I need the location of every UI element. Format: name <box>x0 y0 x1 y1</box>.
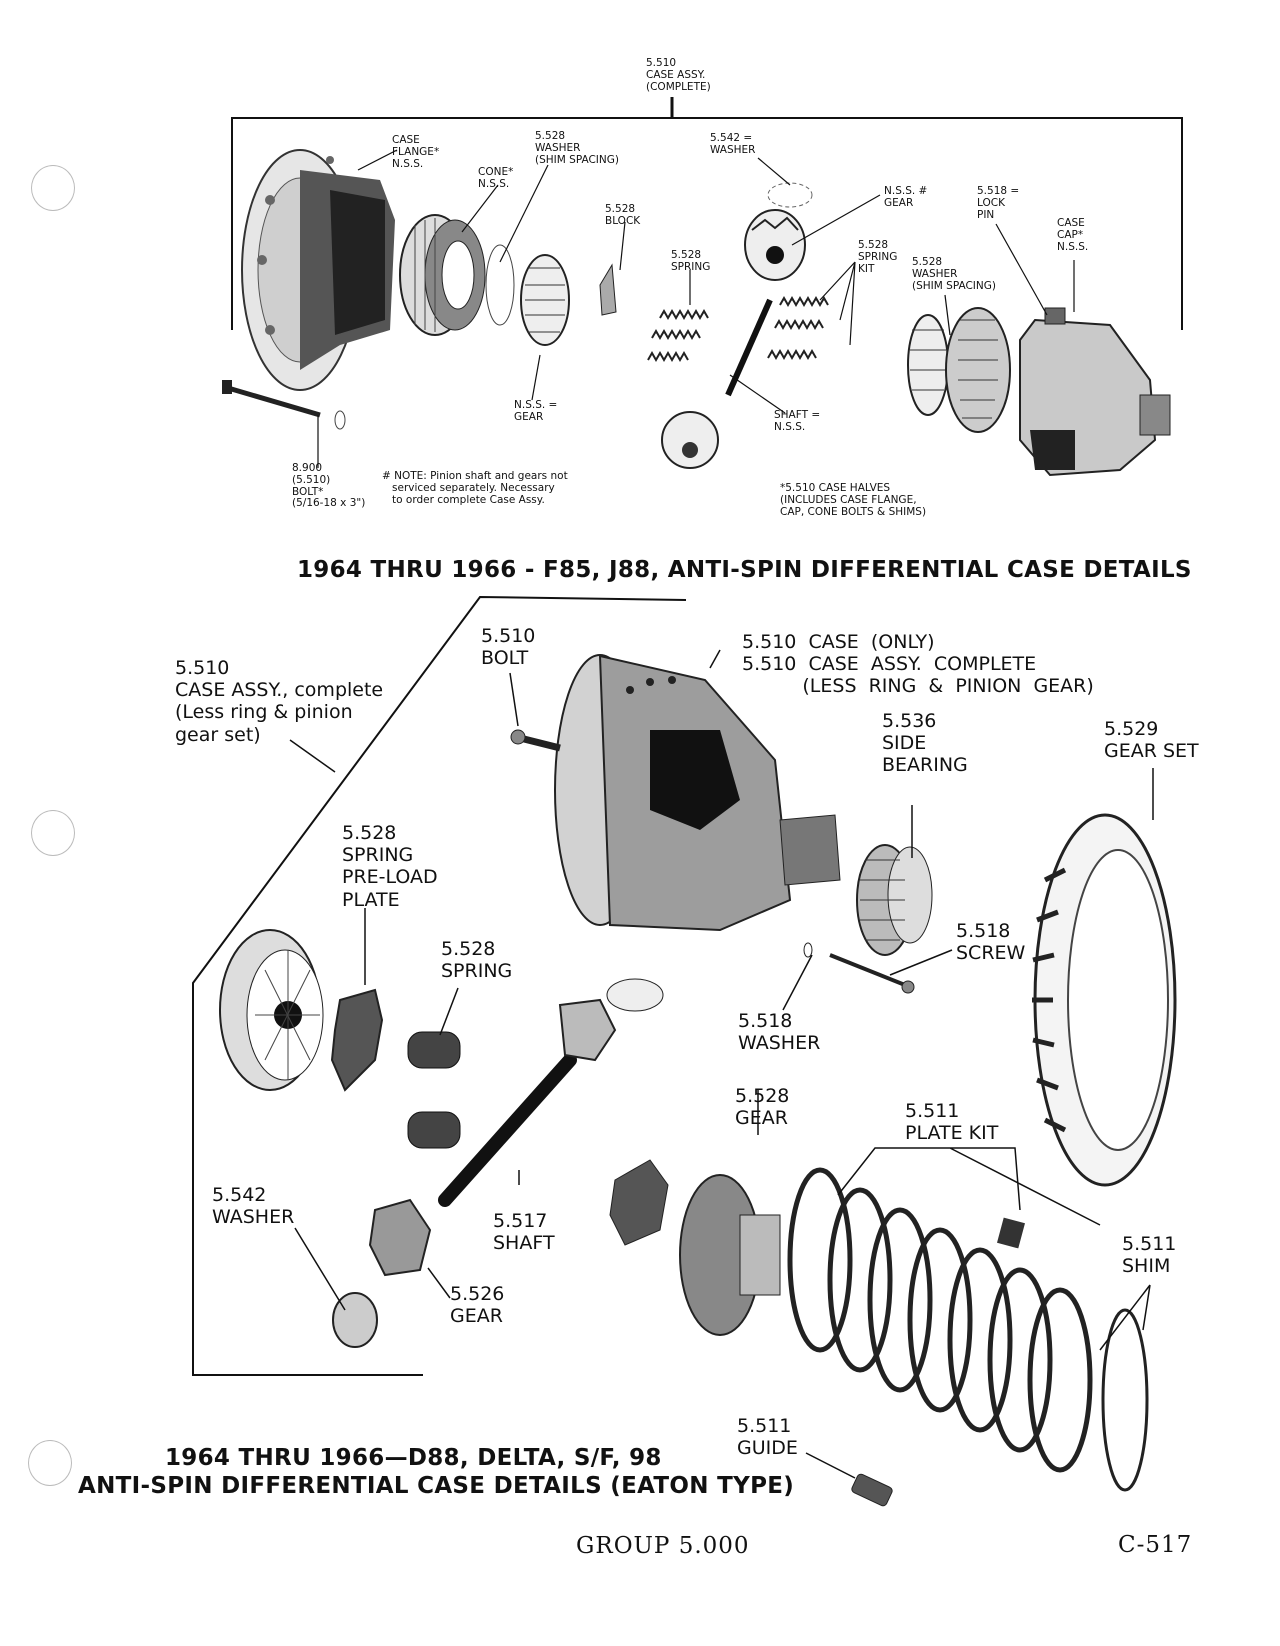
bottom-label-screw: 5.518 SCREW <box>956 920 1026 965</box>
bottom-label-guide: 5.511 GUIDE <box>737 1415 798 1460</box>
top-label-washer-shim-right: 5.528 WASHER (SHIM SPACING) <box>912 256 996 292</box>
spring-plate-part <box>609 1159 669 1246</box>
cone-part <box>399 214 486 336</box>
bottom-label-washer-542: 5.542 WASHER <box>212 1184 295 1229</box>
binder-hole-top <box>31 165 75 211</box>
pinion-gear-upper <box>744 209 806 281</box>
spring-part <box>647 308 709 363</box>
washer-518-part <box>803 942 813 958</box>
pinion-shaft <box>725 298 773 397</box>
bottom-label-gear-528: 5.528 GEAR <box>735 1085 790 1130</box>
side-gear-left <box>520 254 570 346</box>
bottom-label-bolt: 5.510 BOLT <box>481 625 536 670</box>
ring-gear-part <box>1032 813 1177 1187</box>
bottom-label-case: 5.510 CASE (ONLY) 5.510 CASE ASSY. COMPL… <box>742 631 1094 698</box>
bolt-part <box>222 380 346 430</box>
footer-group: GROUP 5.000 <box>576 1533 750 1559</box>
case-cap-part <box>1019 307 1171 477</box>
bottom-label-case-assy: 5.510 CASE ASSY., complete (Less ring & … <box>175 657 384 746</box>
pinion-gear-upper-bottom <box>558 978 664 1062</box>
top-label-cone: CONE* N.S.S. <box>478 166 514 190</box>
guide-part <box>851 1473 893 1507</box>
top-label-gear-nss-lower: N.S.S. = GEAR <box>514 399 558 423</box>
top-label-washer-shim-left: 5.528 WASHER (SHIM SPACING) <box>535 130 619 166</box>
side-gear-5528-part <box>679 1174 781 1336</box>
top-label-spring-kit: 5.528 SPRING KIT <box>858 239 898 275</box>
bottom-label-gear-526: 5.526 GEAR <box>450 1283 505 1328</box>
bottom-label-side-bearing: 5.536 SIDE BEARING <box>882 710 968 777</box>
top-case-halves-note: *5.510 CASE HALVES (INCLUDES CASE FLANGE… <box>780 482 927 518</box>
bottom-label-gear-set: 5.529 GEAR SET <box>1104 718 1199 763</box>
binder-hole-middle <box>31 810 75 856</box>
case-flange-part <box>241 149 395 391</box>
case-assy-bracket <box>231 117 1183 330</box>
top-label-case-flange: CASE FLANGE* N.S.S. <box>392 134 440 170</box>
side-bearing-part <box>856 844 933 956</box>
pinion-gear-5526-part <box>368 1198 432 1277</box>
screw-part <box>829 953 915 994</box>
pre-load-plate-part <box>330 988 384 1092</box>
top-label-shaft: SHAFT = N.S.S. <box>774 409 821 433</box>
washer-5542 <box>767 182 813 208</box>
top-label-block: 5.528 BLOCK <box>605 203 641 227</box>
cone-right-part <box>945 307 1011 433</box>
bottom-label-spring: 5.528 SPRING <box>441 938 513 983</box>
bottom-label-plate-kit: 5.511 PLATE KIT <box>905 1100 999 1145</box>
bottom-label-shaft: 5.517 SHAFT <box>493 1210 555 1255</box>
footer-page-number: C-517 <box>1118 1532 1193 1558</box>
bottom-label-shim: 5.511 SHIM <box>1122 1233 1177 1278</box>
side-gear-right <box>907 314 949 416</box>
bottom-diagram-title-line2: ANTI-SPIN DIFFERENTIAL CASE DETAILS (EAT… <box>78 1473 795 1499</box>
top-label-spring: 5.528 SPRING <box>671 249 711 273</box>
bottom-diagram-title-line1: 1964 THRU 1966—D88, DELTA, S/F, 98 <box>165 1445 662 1471</box>
plate-kit-guide-block <box>997 1217 1025 1249</box>
top-note: # NOTE: Pinion shaft and gears not servi… <box>382 470 568 506</box>
plate-kit-part <box>787 1167 1093 1473</box>
spring-kit-part <box>767 295 829 361</box>
case-assy-outline <box>192 595 687 1376</box>
bottom-label-pre-load-plate: 5.528 SPRING PRE-LOAD PLATE <box>342 822 438 911</box>
top-label-lock-pin: 5.518 = LOCK PIN <box>977 185 1020 221</box>
pinion-gear-lower <box>661 411 719 469</box>
binder-hole-bottom <box>28 1440 72 1486</box>
top-diagram-title: 1964 THRU 1966 - F85, J88, ANTI-SPIN DIF… <box>297 557 1192 583</box>
case-part <box>554 654 841 932</box>
top-label-washer-5542: 5.542 = WASHER <box>710 132 756 156</box>
shim-washer-left <box>485 244 515 326</box>
washer-5542-part <box>332 1292 378 1348</box>
shim-part <box>1101 1308 1149 1492</box>
top-label-case-cap: CASE CAP* N.S.S. <box>1057 217 1089 253</box>
bolt-part-bottom <box>510 729 561 752</box>
bottom-label-washer-518: 5.518 WASHER <box>738 1010 821 1055</box>
top-label-case-assy: 5.510 CASE ASSY. (COMPLETE) <box>646 57 711 93</box>
shaft-part-bottom <box>438 1053 577 1207</box>
spring-parts-bottom <box>407 1031 461 1149</box>
top-label-gear-nss-upper: N.S.S. # GEAR <box>884 185 928 209</box>
top-label-bolt: 8.900 (5.510) BOLT* (5/16-18 x 3") <box>292 462 366 510</box>
side-gear-left-bottom <box>219 929 324 1091</box>
block-part <box>599 263 617 316</box>
